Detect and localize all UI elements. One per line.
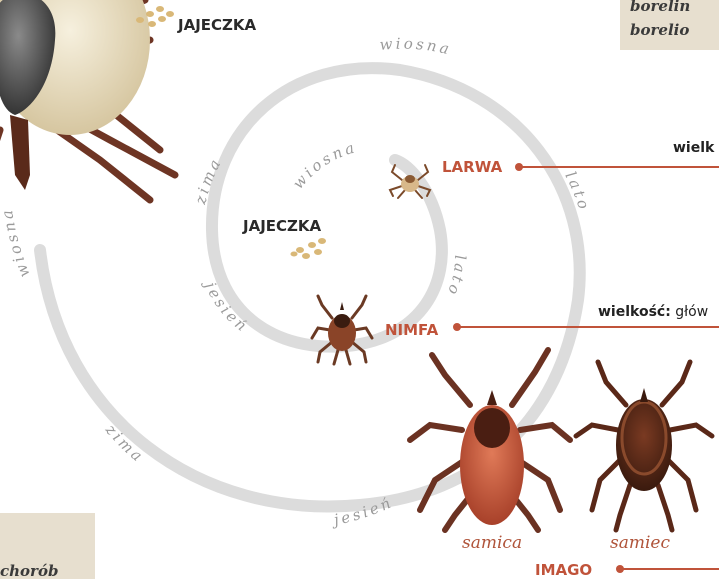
season-label-spring-inner: wiosna	[289, 138, 359, 192]
female-tick-illustration	[410, 350, 570, 530]
stage-label-eggs-center: JAJECZKA	[242, 217, 322, 235]
season-label-autumn-outer: jesień	[329, 493, 396, 530]
size-label-larva: wielk	[673, 140, 715, 156]
male-tick-illustration	[576, 362, 712, 530]
caption-female: samica	[462, 533, 522, 553]
nymph-connector-line	[453, 323, 719, 331]
note-box-top-right: borelin borelio	[620, 0, 719, 50]
engorged-female-tick-illustration	[0, 0, 175, 200]
nymph-tick-illustration	[312, 296, 372, 364]
caption-male: samiec	[610, 533, 670, 553]
stage-label-adult: IMAGO	[535, 561, 592, 579]
note-line-2: borelio	[630, 21, 689, 39]
eggs-cluster-center	[291, 238, 327, 259]
adult-connector-line	[616, 565, 719, 573]
note-box-bottom-left: chorób	[0, 513, 95, 579]
note-line-1: borelin	[630, 0, 690, 15]
note-line-bottom: chorób	[0, 562, 58, 579]
season-label-spring-top: wiosna	[379, 35, 454, 59]
size-label-nymph: wielkość: głów	[598, 304, 708, 320]
stage-label-nymph: NIMFA	[385, 321, 439, 339]
stage-label-larva: LARWA	[442, 158, 503, 176]
stage-label-eggs-top: JAJECZKA	[177, 16, 257, 34]
season-label-spring-left: wiosna	[0, 206, 34, 280]
